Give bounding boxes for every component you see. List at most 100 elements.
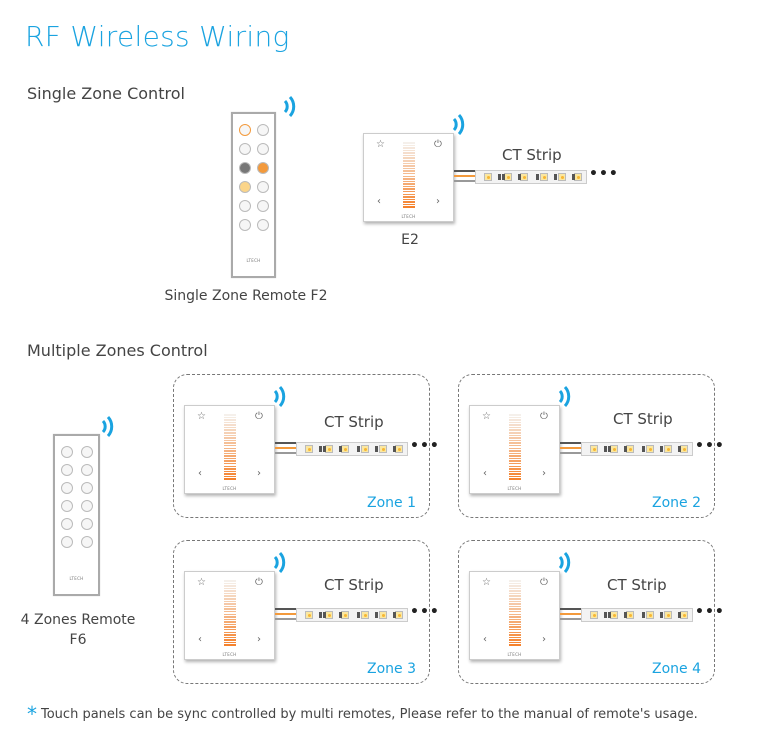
ct-strip-label: CT Strip bbox=[613, 410, 673, 428]
slider-segment bbox=[509, 636, 521, 639]
slider-segment bbox=[509, 616, 521, 618]
favorite-icon: ☆ bbox=[197, 411, 206, 422]
wire bbox=[275, 608, 297, 610]
led-chip bbox=[664, 611, 672, 619]
remote-button bbox=[61, 446, 73, 458]
slider-segment bbox=[224, 628, 236, 631]
led-strip bbox=[581, 608, 693, 622]
panel-e2-caption: E2 bbox=[401, 232, 419, 248]
slider-segment bbox=[224, 587, 236, 590]
wireless-signal-icon bbox=[558, 385, 571, 407]
wireless-signal-icon bbox=[452, 113, 465, 135]
asterisk-icon: * bbox=[27, 702, 37, 726]
slider-segment bbox=[509, 447, 521, 450]
remote-button bbox=[239, 143, 251, 155]
remote-f2-caption: Single Zone Remote F2 bbox=[164, 288, 328, 304]
led-chip bbox=[626, 445, 634, 453]
slider-segment bbox=[224, 447, 236, 450]
wire bbox=[454, 170, 476, 172]
remote-f6-caption-line2: F6 bbox=[69, 632, 87, 648]
slider-segment bbox=[509, 470, 521, 473]
remote-button bbox=[81, 536, 93, 548]
ct-strip-label: CT Strip bbox=[324, 576, 384, 594]
led-chip bbox=[395, 445, 403, 453]
power-icon: ⏻ bbox=[255, 411, 263, 422]
slider-segment bbox=[509, 623, 521, 626]
remote-button bbox=[61, 482, 73, 494]
slider-segment bbox=[224, 582, 236, 585]
left-arrow-icon: ‹ bbox=[198, 634, 202, 645]
slider-segment bbox=[224, 610, 236, 613]
resistor bbox=[339, 446, 342, 452]
slider-segment bbox=[509, 416, 521, 419]
led-strip bbox=[296, 442, 408, 456]
touch-panel-e2: ☆⏻‹›LTECH bbox=[184, 571, 275, 660]
slider-segment bbox=[403, 203, 415, 206]
slider-segment bbox=[224, 434, 236, 437]
left-arrow-icon: ‹ bbox=[198, 468, 202, 479]
slider-segment bbox=[509, 426, 521, 429]
resistor bbox=[608, 612, 611, 618]
slider-segment bbox=[403, 198, 415, 201]
right-arrow-icon: › bbox=[257, 634, 261, 645]
slider-segment bbox=[403, 165, 415, 167]
slider-segment bbox=[509, 592, 521, 595]
slider-segment bbox=[509, 421, 521, 424]
slider-segment bbox=[224, 644, 236, 646]
slider-segment bbox=[509, 634, 521, 636]
slider-segment bbox=[403, 178, 415, 180]
slider-segment bbox=[509, 641, 521, 644]
wire bbox=[275, 442, 297, 444]
resistor bbox=[323, 446, 326, 452]
wireless-signal-icon bbox=[283, 95, 296, 117]
wire bbox=[560, 613, 582, 615]
slider-segment bbox=[224, 613, 236, 616]
slider-segment bbox=[224, 437, 236, 439]
slider-segment bbox=[403, 167, 415, 170]
wire bbox=[560, 447, 582, 449]
led-chip bbox=[361, 445, 369, 453]
slider-segment bbox=[509, 475, 521, 478]
resistor bbox=[393, 612, 396, 618]
single-zone-heading: Single Zone Control bbox=[27, 84, 185, 103]
slider-segment bbox=[224, 470, 236, 473]
remote-brand-logo: LTECH bbox=[246, 258, 261, 263]
slider-segment bbox=[224, 618, 236, 621]
remote-f6: LTECH bbox=[53, 434, 100, 596]
slider-segment bbox=[224, 452, 236, 455]
slider-segment bbox=[224, 592, 236, 595]
resistor bbox=[624, 446, 627, 452]
resistor bbox=[572, 174, 575, 180]
zone-label: Zone 3 bbox=[367, 661, 416, 677]
slider-segment bbox=[509, 457, 521, 460]
slider-segment bbox=[509, 587, 521, 590]
remote-button bbox=[81, 518, 93, 530]
wire bbox=[560, 442, 582, 444]
ct-strip-label: CT Strip bbox=[324, 413, 384, 431]
panel-brand-logo: LTECH bbox=[222, 486, 237, 491]
remote-button bbox=[257, 124, 269, 136]
touch-panel-e2: ☆⏻‹›LTECH bbox=[469, 405, 560, 494]
slider-segment bbox=[224, 623, 236, 626]
led-chip bbox=[379, 445, 387, 453]
slider-segment bbox=[403, 152, 415, 154]
wire bbox=[560, 618, 582, 620]
led-strip bbox=[475, 170, 587, 184]
remote-button bbox=[239, 162, 251, 174]
slider-segment bbox=[509, 603, 521, 605]
slider-segment bbox=[403, 144, 415, 147]
touch-panel-e2: ☆⏻‹›LTECH bbox=[184, 405, 275, 494]
left-arrow-icon: ‹ bbox=[483, 634, 487, 645]
remote-button bbox=[81, 464, 93, 476]
single-zone-setup: ☆⏻‹›LTECH••• bbox=[363, 113, 623, 233]
slider-segment bbox=[224, 414, 236, 416]
slider-segment bbox=[224, 416, 236, 419]
remote-button bbox=[61, 500, 73, 512]
resistor bbox=[678, 612, 681, 618]
slider-segment bbox=[509, 439, 521, 442]
resistor bbox=[604, 446, 607, 452]
led-chip bbox=[504, 173, 512, 181]
resistor bbox=[678, 446, 681, 452]
ct-strip-label: CT Strip bbox=[502, 146, 562, 164]
